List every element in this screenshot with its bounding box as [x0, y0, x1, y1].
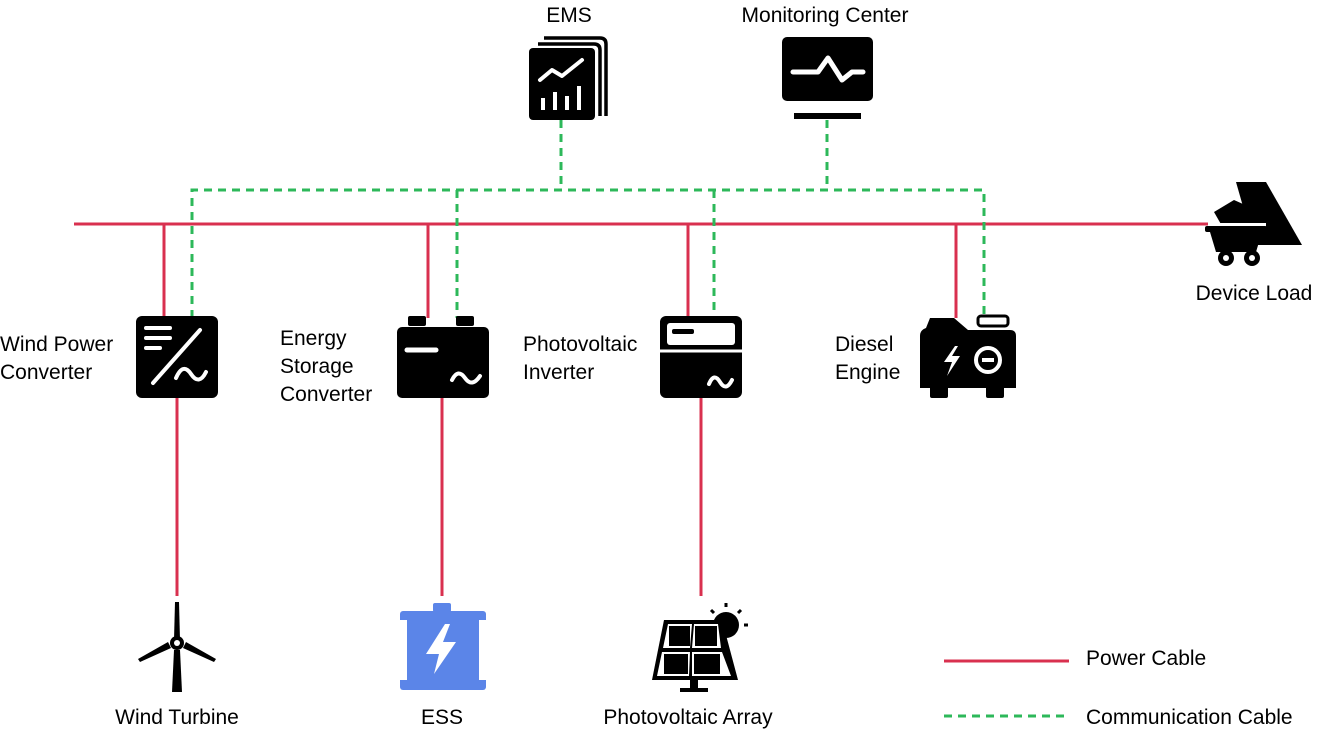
wind-turbine-node[interactable]: Wind Turbine: [115, 602, 239, 729]
wind-converter-label-line: Converter: [0, 361, 92, 384]
wind-turbine-icon: [138, 602, 216, 692]
wind-converter-label: Wind Power Converter: [0, 333, 119, 384]
communication-cables: [190, 120, 986, 318]
ess-label: ESS: [421, 706, 463, 729]
device-load-node[interactable]: Device Load: [1196, 182, 1313, 305]
device-load-label: Device Load: [1196, 282, 1313, 305]
ems-node[interactable]: EMS: [529, 4, 608, 120]
wind-converter-node[interactable]: Wind Power Converter: [0, 316, 218, 398]
storage-converter-label-line: Storage: [280, 355, 354, 378]
battery-inverter-icon: [397, 316, 489, 398]
pv-array-node[interactable]: Photovoltaic Array: [603, 603, 773, 729]
mine-cart-icon: [1205, 182, 1302, 266]
legend-power-label: Power Cable: [1086, 647, 1206, 670]
wind-turbine-label: Wind Turbine: [115, 706, 239, 729]
power-cables: [74, 222, 1208, 596]
legend-communication-label: Communication Cable: [1086, 706, 1293, 729]
inverter-icon: [660, 316, 742, 398]
chart-panel-icon: [529, 36, 608, 120]
pv-inverter-node[interactable]: Photovoltaic Inverter: [523, 316, 742, 398]
storage-converter-label-line: Converter: [280, 383, 372, 406]
diesel-label: Diesel Engine: [835, 333, 900, 384]
pv-inverter-label-line: Inverter: [523, 361, 594, 384]
pv-inverter-label: Photovoltaic Inverter: [523, 333, 643, 384]
converter-icon: [136, 316, 218, 398]
solar-panel-icon: [652, 603, 748, 692]
ems-label: EMS: [546, 4, 592, 27]
storage-converter-label-line: Energy: [280, 327, 347, 350]
pv-array-label: Photovoltaic Array: [603, 706, 773, 729]
ess-node[interactable]: ESS: [400, 603, 486, 729]
monitoring-label: Monitoring Center: [742, 4, 909, 27]
diesel-node[interactable]: Diesel Engine: [835, 314, 1016, 398]
storage-converter-node[interactable]: Energy Storage Converter: [280, 316, 489, 406]
pv-inverter-label-line: Photovoltaic: [523, 333, 637, 356]
monitoring-node[interactable]: Monitoring Center: [742, 4, 909, 119]
storage-converter-label: Energy Storage Converter: [280, 327, 372, 406]
monitor-pulse-icon: [782, 37, 873, 119]
battery-bolt-icon: [400, 603, 486, 690]
wind-converter-label-line: Wind Power: [0, 333, 113, 356]
diesel-label-line: Diesel: [835, 333, 893, 356]
diesel-label-line: Engine: [835, 361, 900, 384]
comm-bus: [190, 188, 986, 318]
legend: Power Cable Communication Cable: [944, 647, 1293, 729]
generator-icon: [920, 314, 1016, 398]
